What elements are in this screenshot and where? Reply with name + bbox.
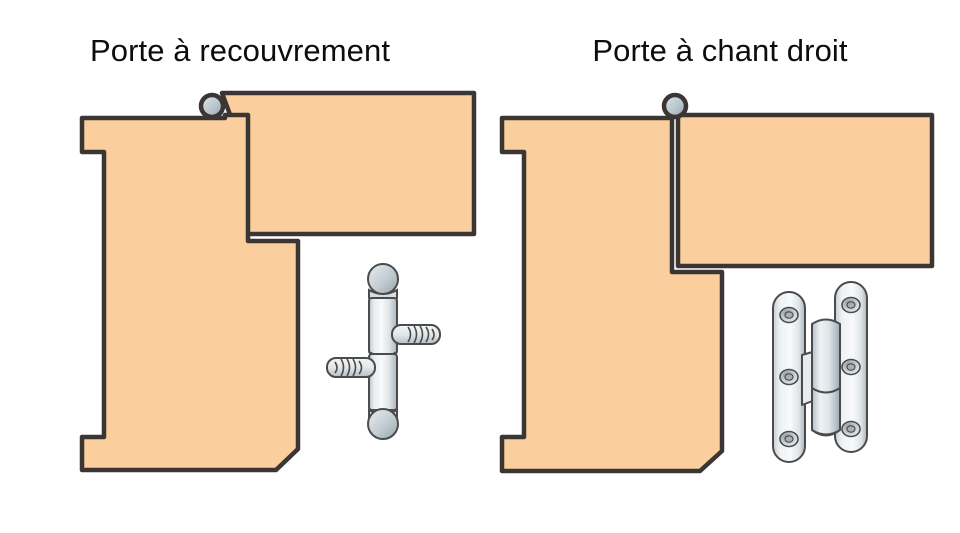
hinge-knuckle-upper	[368, 297, 398, 355]
hinge-screw-lower	[326, 357, 376, 378]
screw-thread-lower	[334, 358, 363, 377]
panel-right-title: Porte à chant droit	[592, 33, 848, 68]
barrel-hinge	[326, 263, 441, 440]
leaf-hinge	[772, 281, 868, 463]
hinge-screw-upper	[391, 324, 441, 345]
hinge-ball-top	[366, 263, 400, 295]
hinge-leaf-right-screw-holes	[841, 296, 861, 438]
pivot-point	[198, 92, 226, 120]
diagram-straight-edge-door	[499, 92, 935, 474]
hinge-leaf-left-screw-holes	[779, 306, 799, 448]
hinge-barrel	[811, 318, 841, 437]
screw-thread-upper	[407, 325, 435, 344]
panel-porte-a-chant-droit: Porte à chant droit	[480, 0, 960, 533]
panel-porte-a-recouvrement: Porte à recouvrement	[79, 33, 477, 473]
door-frame-straight	[675, 112, 935, 269]
door-frame-rebated	[219, 90, 477, 237]
hinge-ball-bottom	[366, 408, 400, 440]
hinge-leaf-left	[772, 291, 806, 463]
panel-left-title: Porte à recouvrement	[89, 33, 391, 68]
screw-shank-lower	[326, 357, 376, 378]
hinge-leaf-right	[834, 281, 868, 453]
pivot-point	[661, 92, 689, 120]
diagram-rebated-door	[79, 90, 477, 473]
door-leaf-rebated	[79, 112, 301, 473]
door-leaf-straight	[499, 115, 725, 474]
